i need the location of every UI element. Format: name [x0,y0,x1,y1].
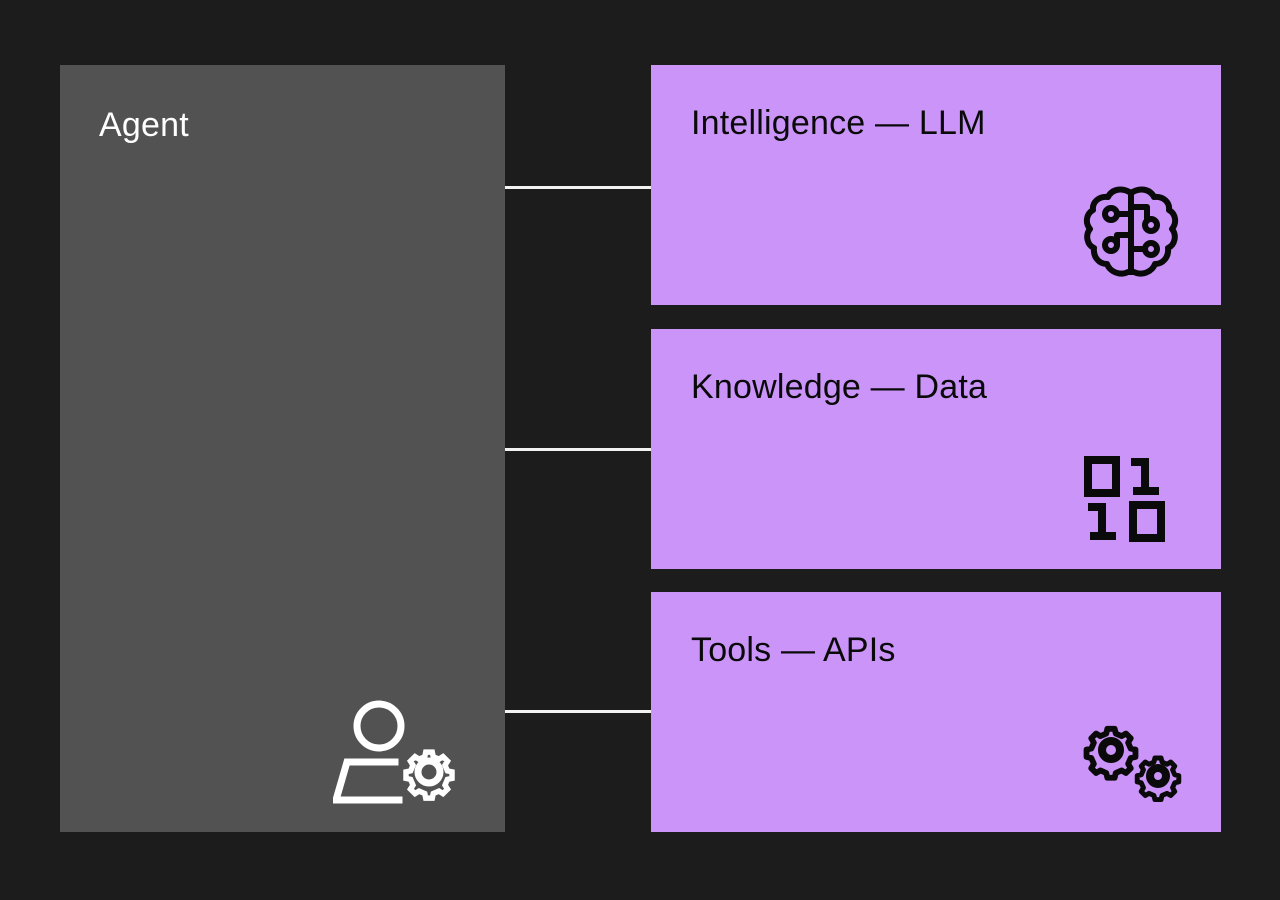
tools-apis-label: Tools — APIs [691,631,896,669]
connector-agent-to-tools [505,710,651,713]
intelligence-llm-box[interactable]: Intelligence — LLM [651,65,1221,305]
brain-circuit-icon [1083,186,1179,277]
connector-agent-to-intelligence [505,186,651,189]
connector-agent-to-knowledge [505,448,651,451]
person-gear-icon [333,700,455,804]
binary-data-icon [1084,456,1165,542]
agent-box[interactable]: Agent [60,65,505,832]
tools-apis-box[interactable]: Tools — APIs [651,592,1221,832]
knowledge-data-label: Knowledge — Data [691,368,988,406]
gears-icon [1083,725,1182,803]
agent-box-label: Agent [99,106,189,144]
knowledge-data-box[interactable]: Knowledge — Data [651,329,1221,569]
intelligence-llm-label: Intelligence — LLM [691,104,986,142]
